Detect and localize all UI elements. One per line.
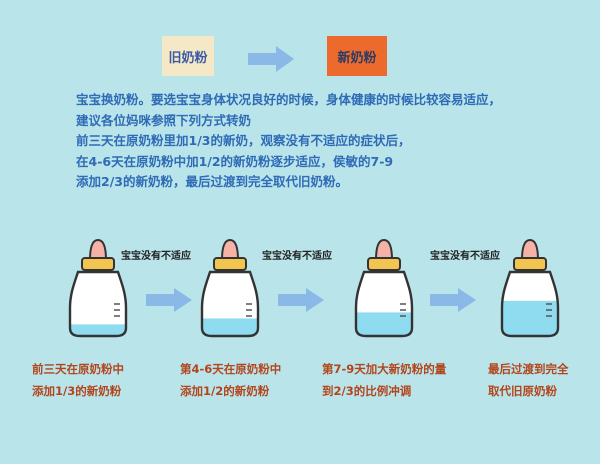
baby-bottle-icon bbox=[500, 238, 560, 338]
no-discomfort-note: 宝宝没有不适应 bbox=[121, 251, 191, 262]
bottle-body bbox=[70, 272, 126, 336]
step-caption-line: 第7-9天加大新奶粉的量 bbox=[322, 362, 447, 376]
intro-line: 建议各位妈咪参照下列方式转奶 bbox=[76, 112, 252, 128]
bottle-collar bbox=[81, 257, 115, 271]
arrow-right-icon bbox=[146, 288, 192, 312]
milk-level bbox=[202, 318, 258, 336]
bottle-outline bbox=[68, 270, 128, 338]
baby-bottle-icon bbox=[68, 238, 128, 338]
bottle-outline bbox=[500, 270, 560, 338]
bottle-nipple bbox=[374, 238, 394, 261]
bottle-nipple bbox=[520, 238, 540, 261]
step-caption-line: 前三天在原奶粉中 bbox=[32, 362, 124, 376]
intro-line: 宝宝换奶粉。要选宝宝身体状况良好的时候，身体健康的时候比较容易适应， bbox=[76, 92, 502, 107]
baby-bottle-icon bbox=[354, 238, 414, 338]
step-caption: 第4-6天在原奶粉中 添加1/2的新奶粉 bbox=[180, 358, 281, 402]
baby-bottle-icon bbox=[200, 238, 260, 338]
arrow-right-icon bbox=[278, 288, 324, 312]
bottle-outline bbox=[200, 270, 260, 338]
bottle-nipple bbox=[88, 238, 108, 261]
step-caption-line: 添加1/3的新奶粉 bbox=[32, 384, 122, 398]
intro-text: 宝宝换奶粉。要选宝宝身体状况良好的时候，身体健康的时候比较容易适应， 建议各位妈… bbox=[76, 90, 596, 193]
step-caption-line: 取代旧原奶粉 bbox=[488, 384, 557, 398]
step-caption-line: 到2/3的比例冲调 bbox=[322, 384, 412, 398]
intro-line: 在4-6天在原奶粉中加1/2的新奶粉逐步适应，侯敏的7-9 bbox=[76, 153, 394, 169]
step-caption-line: 最后过渡到完全 bbox=[488, 362, 569, 376]
arrow-right-icon bbox=[430, 288, 476, 312]
intro-line: 前三天在原奶粉里加1/3的新奶，观察没有不适应的症状后， bbox=[76, 133, 411, 148]
milk-level bbox=[70, 324, 126, 336]
step-caption: 最后过渡到完全 取代旧原奶粉 bbox=[488, 358, 569, 402]
bottle-nipple bbox=[220, 238, 240, 261]
bottle-collar bbox=[367, 257, 401, 271]
new-formula-label: 新奶粉 bbox=[327, 36, 387, 76]
bottle-collar bbox=[213, 257, 247, 271]
step-caption-line: 第4-6天在原奶粉中 bbox=[180, 362, 282, 376]
step-caption-line: 添加1/2的新奶粉 bbox=[180, 384, 270, 398]
no-discomfort-note: 宝宝没有不适应 bbox=[430, 251, 500, 262]
bottle-outline bbox=[354, 270, 414, 338]
milk-level bbox=[502, 300, 558, 336]
arrow-right-icon bbox=[248, 46, 294, 72]
intro-line: 添加2/3的新奶粉，最后过渡到完全取代旧奶粉。 bbox=[76, 174, 348, 189]
no-discomfort-note: 宝宝没有不适应 bbox=[262, 251, 332, 262]
step-caption: 第7-9天加大新奶粉的量 到2/3的比例冲调 bbox=[322, 358, 446, 402]
bottle-collar bbox=[513, 257, 547, 271]
old-formula-label: 旧奶粉 bbox=[162, 36, 214, 76]
milk-level bbox=[356, 312, 412, 336]
step-caption: 前三天在原奶粉中 添加1/3的新奶粉 bbox=[32, 358, 124, 402]
